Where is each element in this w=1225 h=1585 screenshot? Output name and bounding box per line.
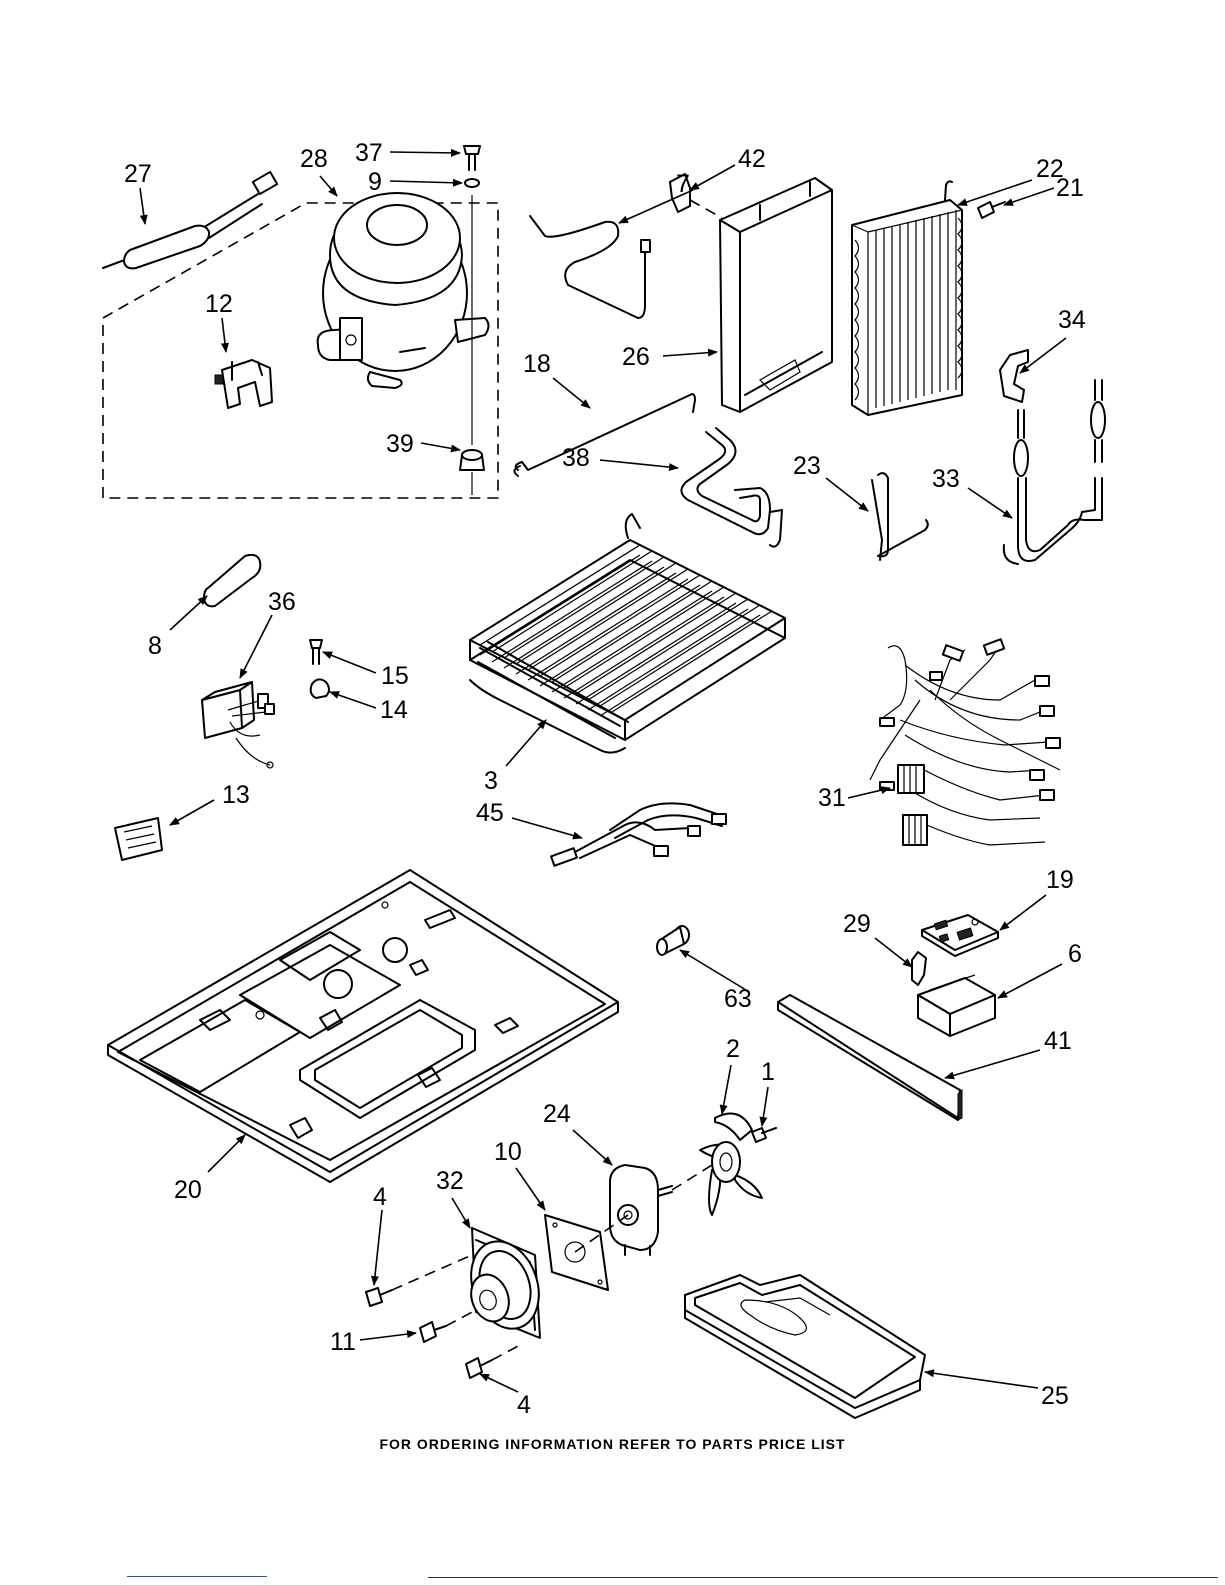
callout-42: 42 [738, 145, 766, 173]
callout-63: 63 [724, 985, 752, 1013]
callout-28: 28 [300, 145, 328, 173]
callout-37: 37 [355, 139, 383, 167]
screw-1-part [752, 1128, 776, 1142]
callout-3: 3 [484, 767, 498, 795]
board-housing-6-part [918, 975, 995, 1036]
cap-63-part [657, 926, 689, 955]
condenser-coil-part [852, 181, 962, 415]
screw-15-part [310, 640, 322, 664]
harness-31-part [870, 639, 1060, 845]
callout-24: 24 [543, 1100, 571, 1128]
callout-15: 15 [381, 662, 409, 690]
sensor-29-part [912, 952, 926, 985]
drain-hose-38-part [681, 428, 782, 547]
fan-shroud-32-part [460, 1228, 551, 1338]
callout-14: 14 [380, 696, 408, 724]
fan-motor-24-part [610, 1165, 672, 1255]
callout-10: 10 [494, 1138, 522, 1166]
callout-33: 33 [932, 465, 960, 493]
callout-26: 26 [622, 343, 650, 371]
callout-19: 19 [1046, 866, 1074, 894]
bottom-rule [428, 1577, 1218, 1578]
callout-29: 29 [843, 910, 871, 938]
drain-pan-25-part [685, 1275, 925, 1418]
fan-blade-2-part [700, 1114, 762, 1215]
mount-plate-10-part [545, 1215, 608, 1290]
callout-1: 1 [761, 1058, 775, 1086]
callout-4-upper: 4 [373, 1183, 387, 1211]
callout-6: 6 [1068, 940, 1082, 968]
callout-41: 41 [1044, 1027, 1072, 1055]
tubing-33-part [1004, 380, 1105, 564]
plug-8-part [204, 555, 260, 606]
screw-4-lower-part [466, 1358, 492, 1378]
evaporator-cover-part [720, 178, 832, 412]
heater-wire-18-part [516, 394, 695, 470]
bottom-link-rule [127, 1576, 267, 1577]
callout-38: 38 [562, 444, 590, 472]
callout-32: 32 [436, 1167, 464, 1195]
callout-12: 12 [205, 290, 233, 318]
callout-13: 13 [222, 781, 250, 809]
callout-9: 9 [368, 168, 382, 196]
relay-bracket-part [215, 360, 272, 408]
screw-21-part [978, 202, 1005, 218]
callout-7: 7 [676, 170, 690, 198]
rod-23-part [878, 473, 928, 556]
ordering-info-footer: FOR ORDERING INFORMATION REFER TO PARTS … [0, 1436, 1225, 1452]
callout-25: 25 [1041, 1382, 1069, 1410]
clip-34-part [1000, 350, 1028, 402]
label-13-part [115, 818, 162, 860]
callout-34: 34 [1058, 306, 1086, 334]
callout-31: 31 [818, 784, 846, 812]
callout-20: 20 [174, 1176, 202, 1204]
callout-23: 23 [793, 452, 821, 480]
callout-36: 36 [268, 588, 296, 616]
callout-18: 18 [523, 350, 551, 378]
evaporator-3-part [470, 514, 785, 753]
control-board-19-part [922, 915, 998, 956]
callout-11: 11 [330, 1328, 356, 1356]
screw-11-part [420, 1322, 446, 1342]
callout-39: 39 [386, 430, 414, 458]
base-pan-20-part [108, 870, 618, 1182]
callout-45: 45 [476, 799, 504, 827]
clip-14-part [311, 679, 329, 698]
screw-4-upper-part [366, 1288, 392, 1306]
compressor-part [318, 193, 489, 388]
harness-45-part [551, 803, 726, 865]
callout-21: 21 [1056, 174, 1084, 202]
tube-7-part [530, 216, 645, 318]
callout-8: 8 [148, 632, 162, 660]
callout-4-lower: 4 [517, 1391, 531, 1419]
transformer-36-part [202, 682, 274, 768]
callout-27: 27 [124, 160, 152, 188]
callout-2: 2 [726, 1035, 740, 1063]
